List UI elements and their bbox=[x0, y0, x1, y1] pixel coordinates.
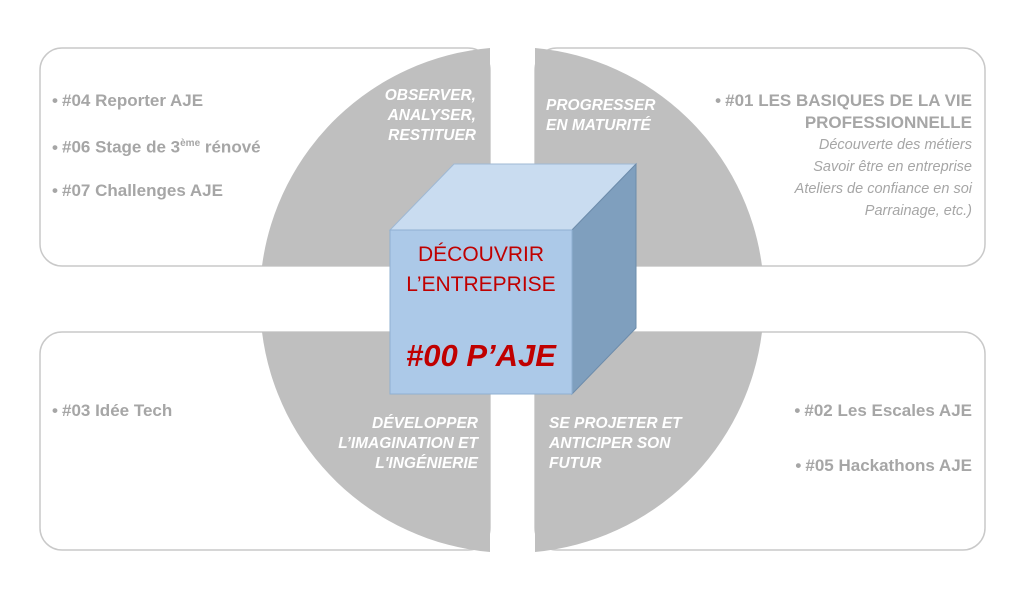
bullet-icon: • bbox=[795, 456, 802, 475]
quadrant-label-top-right: PROGRESSER EN MATURITÉ bbox=[546, 97, 656, 134]
panel-bottom-right-list: •#02 Les Escales AJE •#05 Hackathons AJE bbox=[792, 400, 972, 477]
cube-front-face bbox=[389, 229, 573, 395]
list-item-challenges: •#07 Challenges AJE bbox=[50, 180, 261, 202]
bullet-icon: • bbox=[794, 401, 801, 420]
cube-title: DÉCOUVRIR L’ENTREPRISE bbox=[406, 243, 556, 296]
sub-item: Ateliers de confiance en soi bbox=[794, 181, 972, 197]
bullet-icon: • bbox=[52, 401, 58, 420]
bullet-icon: • bbox=[52, 91, 58, 110]
list-item-stage: •#06 Stage de 3ème rénové bbox=[50, 133, 261, 159]
sub-item: Parrainage, etc.) bbox=[864, 203, 972, 219]
bullet-icon: • bbox=[52, 180, 58, 200]
list-item-idee-tech: •#03 Idée Tech bbox=[50, 400, 172, 422]
quadrant-label-bottom-right: SE PROJETER ET ANTICIPER SON FUTUR bbox=[549, 415, 682, 472]
list-item-basiques: •#01 LES BASIQUES DE LA VIE bbox=[713, 90, 972, 112]
bullet-icon: • bbox=[52, 137, 58, 157]
list-item-basiques-line2: PROFESSIONNELLE bbox=[804, 113, 972, 132]
panel-top-left-list: •#04 Reporter AJE •#06 Stage de 3ème rén… bbox=[50, 90, 261, 202]
list-item-escales: •#02 Les Escales AJE bbox=[792, 400, 972, 422]
cube-code: #00 P’AJE bbox=[406, 338, 556, 373]
quadrant-label-top-left: OBSERVER, ANALYSER, RESTITUER bbox=[384, 87, 476, 144]
quadrant-bottom-right bbox=[535, 332, 762, 552]
quadrant-label-bottom-left: DÉVELOPPER L’IMAGINATION ET L'INGÉNIERIE bbox=[338, 415, 478, 472]
sub-item: Savoir être en entreprise bbox=[813, 159, 972, 175]
sub-item: Découverte des métiers bbox=[818, 137, 972, 153]
list-item-hackathons: •#05 Hackathons AJE bbox=[792, 455, 972, 477]
panel-top-right-content: •#01 LES BASIQUES DE LA VIE PROFESSIONNE… bbox=[713, 90, 972, 222]
list-item-reporter: •#04 Reporter AJE bbox=[50, 90, 261, 112]
bullet-icon: • bbox=[715, 91, 722, 110]
panel-bottom-left-list: •#03 Idée Tech bbox=[50, 400, 172, 422]
